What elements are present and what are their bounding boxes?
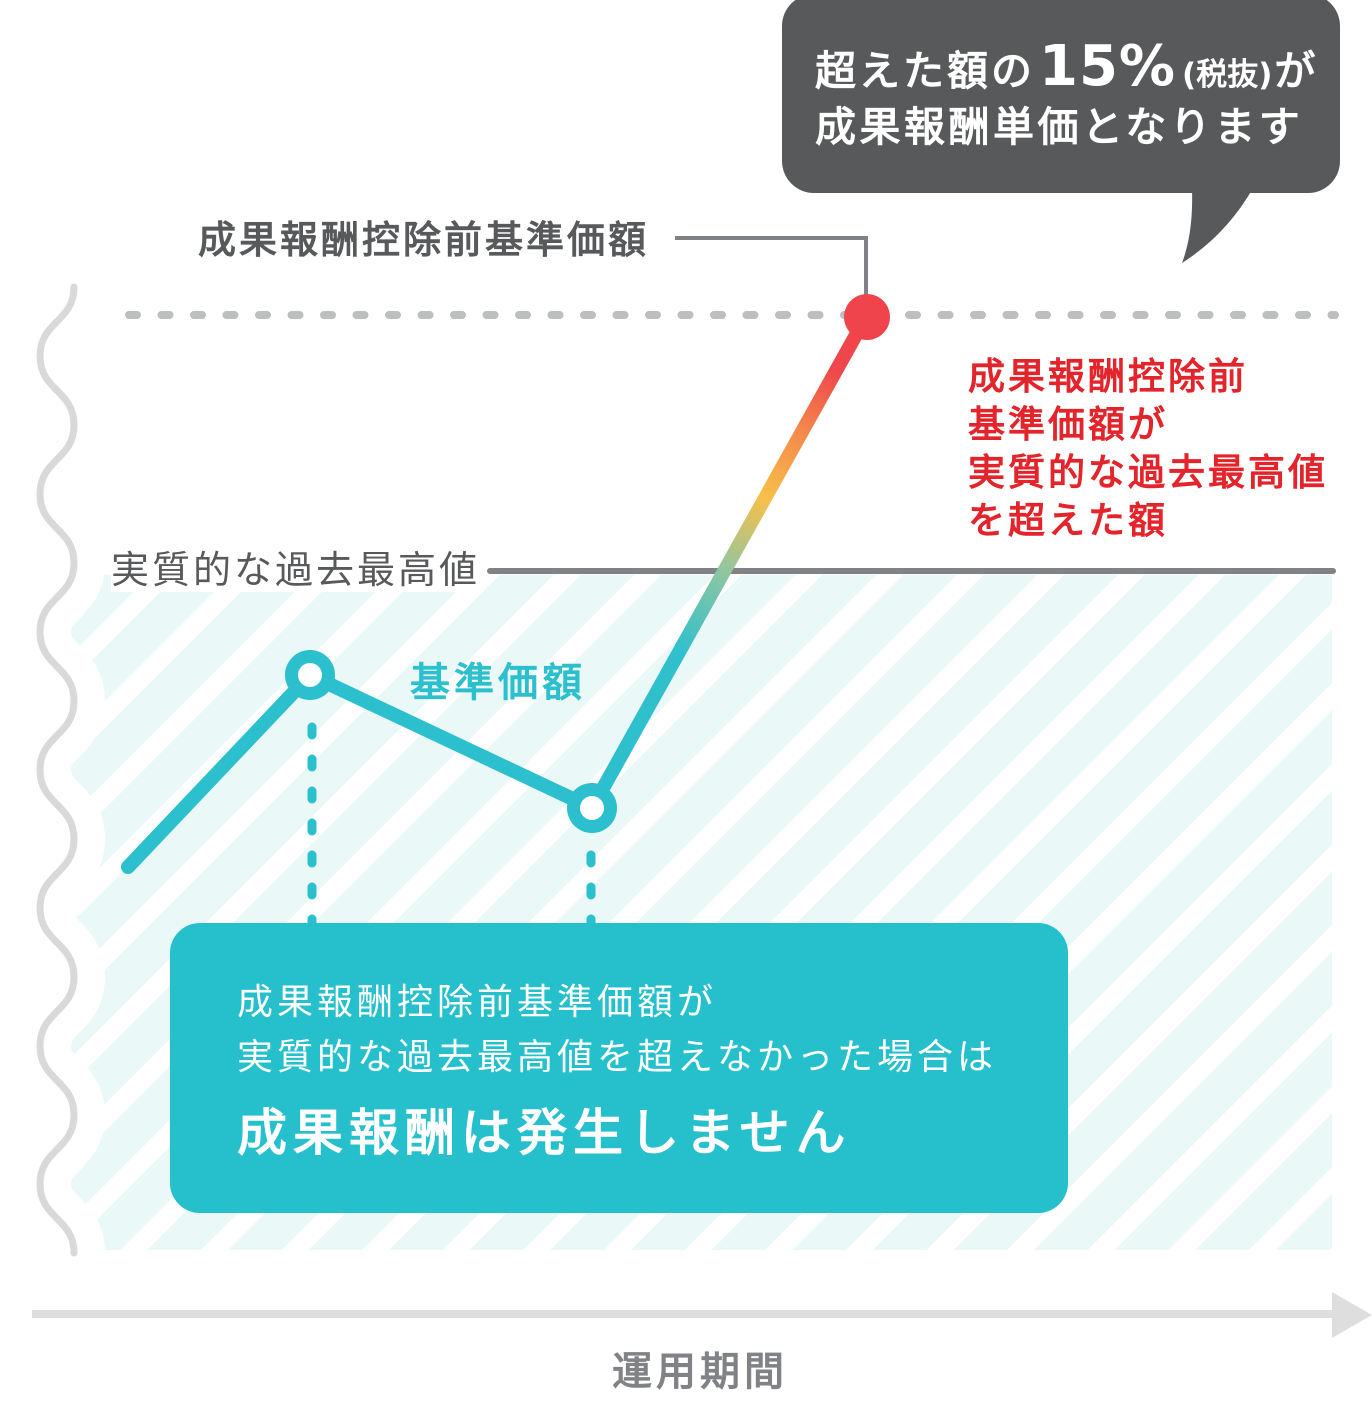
nav-series-label: 基準価額	[410, 660, 586, 706]
excess-note-line: 実質的な過去最高値	[968, 451, 1328, 494]
excess-note-line: を超えた額	[968, 499, 1168, 542]
callout-tax-note: (税抜)	[1182, 57, 1273, 93]
x-axis-label: 運用期間	[612, 1349, 788, 1395]
callout-text-line-2: 成果報酬単価となります	[815, 103, 1304, 151]
wavy-axis-break-icon	[36, 283, 78, 1257]
nav-rise-gradient-line	[585, 310, 873, 815]
open-circle-marker-icon	[285, 650, 335, 700]
excess-amount-note: 成果報酬控除前 基準価額が 実質的な過去最高値 を超えた額	[968, 353, 1328, 545]
callout-fee-rate: 15%	[1039, 34, 1177, 99]
info-box-line-2: 実質的な過去最高値を超えなかった場合は	[237, 1037, 998, 1078]
open-circle-marker-icon	[567, 783, 617, 833]
callout-bubble	[782, 0, 1340, 263]
callout-suffix: が	[1274, 47, 1319, 95]
info-box-headline: 成果報酬は発生しません	[237, 1104, 852, 1162]
no-fee-info-box: 成果報酬控除前基準価額が 実質的な過去最高値を超えなかった場合は 成果報酬は発生…	[170, 923, 1068, 1213]
pre-fee-nav-connector	[675, 236, 868, 300]
excess-note-line: 成果報酬控除前	[968, 355, 1248, 398]
high-water-mark-label: 実質的な過去最高値	[111, 548, 485, 592]
axis-break-gap	[8, 284, 106, 1256]
pre-fee-nav-label: 成果報酬控除前基準価額	[198, 218, 650, 262]
arrow-right-icon	[1332, 1292, 1372, 1338]
callout-prefix: 超えた額の	[815, 47, 1035, 95]
excess-note-line: 基準価額が	[968, 403, 1168, 446]
info-box-line-1: 成果報酬控除前基準価額が	[237, 982, 718, 1023]
red-dot-marker-icon	[844, 294, 890, 340]
callout-text-line-1: 超えた額の 15% (税抜) が	[815, 34, 1319, 99]
